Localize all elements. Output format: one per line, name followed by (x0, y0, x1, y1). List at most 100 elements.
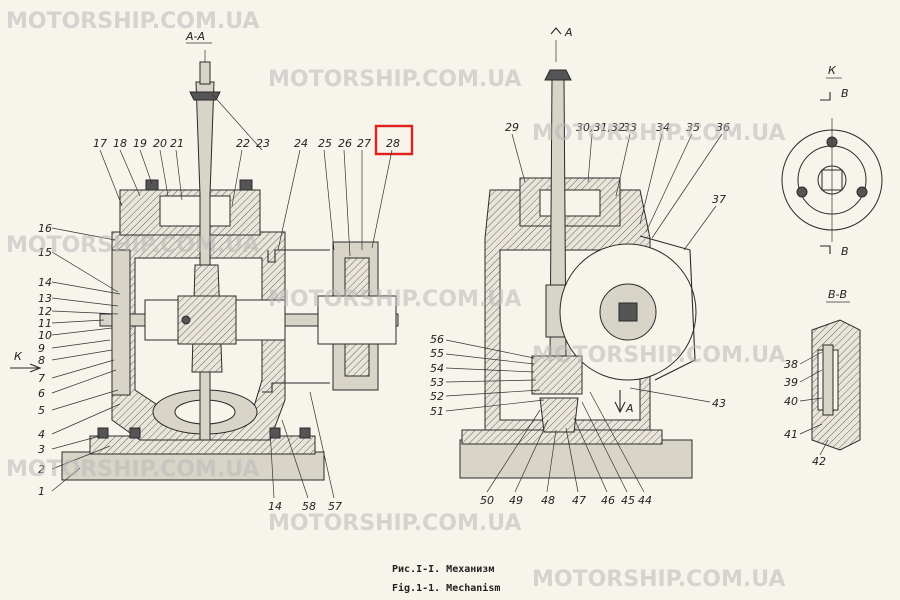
part-label: 39 (784, 376, 798, 389)
view-b-label-bottom: В (841, 245, 849, 258)
arrow-a-bottom (614, 390, 626, 414)
side-lower-bearing (531, 355, 583, 395)
part-label: 42 (812, 455, 826, 468)
watermark-text: MOTORSHIP.COM.UA (532, 567, 785, 592)
oil-pipe-bottom (262, 382, 330, 393)
leader-lines-left-top (99, 93, 393, 257)
part-label: 56 (430, 333, 444, 346)
watermark-text: MOTORSHIP.COM.UA (6, 457, 259, 482)
view-b-arrow-top (820, 92, 831, 101)
flange-bolt-3 (856, 186, 868, 198)
part-label: 24 (294, 137, 308, 150)
side-top-bore (539, 189, 601, 217)
top-bolt-2 (239, 179, 253, 191)
part-label: 14 (38, 276, 52, 289)
part-label: 57 (328, 500, 342, 513)
part-labels-right: 38 39 40 41 42 (784, 358, 826, 468)
bolt-right-2 (299, 427, 311, 439)
watermarks: MOTORSHIP.COM.UA MOTORSHIP.COM.UA MOTORS… (6, 9, 785, 592)
part-label: 19 (133, 137, 147, 150)
view-k-arrow (10, 363, 42, 373)
part-label: 36 (716, 121, 730, 134)
part-label: 45 (621, 494, 635, 507)
coupling-hub (317, 295, 397, 345)
side-guard (639, 235, 696, 381)
leader-line-43 (629, 387, 711, 403)
leader-lines-left-bottom (269, 391, 335, 499)
caption-russian: Рис.I-I. Механизм (392, 564, 494, 575)
part-label: 12 (38, 305, 52, 318)
part-label: 29 (505, 121, 519, 134)
watermark-text: MOTORSHIP.COM.UA (6, 9, 259, 34)
part-label: 34 (656, 121, 670, 134)
part-label: 21 (170, 137, 184, 150)
view-b-label-top: В (841, 87, 849, 100)
part-label: 1 (38, 485, 45, 498)
view-k-arrow-label: К (14, 350, 23, 363)
part-label: 43 (712, 397, 726, 410)
part-label: 54 (430, 362, 444, 375)
part-label: 16 (38, 222, 52, 235)
side-view: А А 29 30,31,32 33 34 35 36 37 56 55 54 (430, 26, 730, 507)
caption-english: Fig.1-1. Mechanism (392, 582, 500, 594)
watermark-text: MOTORSHIP.COM.UA (532, 121, 785, 146)
bolt-right (269, 427, 281, 439)
section-bb-title: В-В (828, 288, 847, 301)
part-label: 33 (623, 121, 637, 134)
top-bolt-1 (145, 179, 159, 191)
part-labels-left-top: 17 18 19 20 21 22 23 24 25 26 27 28 (93, 137, 400, 150)
section-bb: В-В 38 39 40 41 42 (784, 288, 861, 468)
part-label: 30,31,32 (576, 121, 625, 134)
part-label: 41 (784, 428, 798, 441)
part-label: 27 (357, 137, 371, 150)
leader-lines-mid-bottom (486, 391, 645, 493)
leader-lines-right (799, 351, 829, 456)
part-label: 4 (38, 428, 45, 441)
section-bb-pin (822, 344, 834, 416)
part-label: 9 (38, 342, 45, 355)
watermark-text: MOTORSHIP.COM.UA (532, 343, 785, 368)
part-label: 48 (541, 494, 555, 507)
part-label: 37 (712, 193, 726, 206)
part-labels-left-side: 16 15 14 13 12 11 10 9 8 7 6 5 4 3 2 1 (38, 222, 52, 498)
part-label: 23 (256, 137, 270, 150)
part-label: 5 (38, 404, 45, 417)
side-base (459, 439, 693, 479)
watermark-text: MOTORSHIP.COM.UA (268, 67, 521, 92)
part-label: 38 (784, 358, 798, 371)
part-label: 22 (236, 137, 250, 150)
part-label: 47 (572, 494, 586, 507)
arrow-a-bottom-label: А (625, 402, 634, 415)
side-flywheel-key (618, 302, 638, 322)
flange-bolt-2 (796, 186, 808, 198)
part-label: 46 (601, 494, 615, 507)
top-bearing-bore (159, 195, 231, 227)
part-label: 18 (113, 137, 127, 150)
part-label: 25 (318, 137, 332, 150)
part-label: 49 (509, 494, 523, 507)
part-labels-mid-left: 56 55 54 53 52 51 (430, 333, 444, 418)
part-label: 7 (38, 372, 45, 385)
spindle-cap (189, 91, 221, 101)
part-label: 13 (38, 292, 52, 305)
leader-lines-mid-left (445, 339, 545, 412)
side-lower-cup (539, 397, 579, 433)
leader-lines-left-side (51, 227, 121, 492)
view-b-arrow-bottom (820, 245, 831, 254)
part-label: 3 (38, 443, 45, 456)
base-plate (61, 451, 325, 481)
part-label: 50 (480, 494, 494, 507)
part-labels-left-bottom: 14 58 57 (268, 500, 342, 513)
part-label: 20 (153, 137, 167, 150)
part-label: 35 (686, 121, 700, 134)
view-k-title: К (828, 64, 837, 77)
spindle-tip (199, 61, 211, 85)
section-aa-title: А-А (185, 30, 205, 43)
part-labels-mid-top: 29 30,31,32 33 34 35 36 37 (505, 121, 730, 206)
leader-lines-mid-top (511, 133, 723, 251)
bolt-left-2 (129, 427, 141, 439)
highlight-box-part-28 (374, 124, 414, 156)
part-label: 40 (784, 395, 798, 408)
watermark-text: MOTORSHIP.COM.UA (268, 511, 521, 536)
